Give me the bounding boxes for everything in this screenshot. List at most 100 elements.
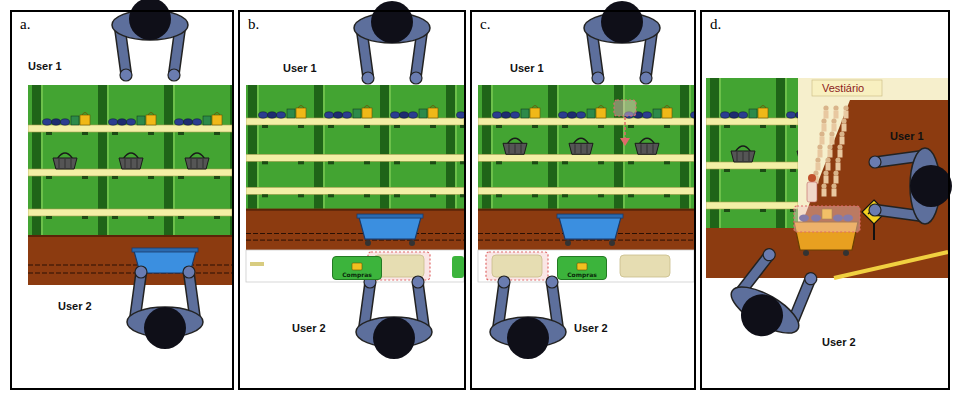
- shelf-bracket: [664, 161, 670, 164]
- mannequin-body: [824, 111, 829, 119]
- shelf-item: [175, 119, 184, 125]
- shelf-bracket: [460, 125, 464, 128]
- basket-rib: [71, 159, 72, 168]
- floor-line: [246, 240, 464, 241]
- panel-letter: c.: [480, 16, 490, 33]
- user-hand: [640, 72, 652, 84]
- mannequin-head: [825, 157, 830, 162]
- green-button: [452, 256, 464, 278]
- shelf-item: [428, 108, 438, 118]
- user-hand: [135, 266, 147, 278]
- shelf-item: [511, 112, 520, 118]
- basket-body: [185, 158, 209, 169]
- mannequin-head: [815, 157, 820, 162]
- floor: [28, 235, 232, 285]
- shelf-bracket: [562, 194, 568, 197]
- shelf-item: [721, 112, 730, 118]
- cart-rim: [357, 214, 423, 218]
- shelf-item: [430, 106, 436, 109]
- user-label: User 2: [574, 322, 608, 334]
- shelf-bracket: [724, 125, 730, 128]
- shelf-board: [28, 125, 232, 132]
- shelf-bracket: [628, 161, 634, 164]
- room-sign: Vestiário: [822, 82, 864, 94]
- shelf-bracket: [598, 194, 604, 197]
- cart-rim: [132, 248, 198, 252]
- shelf-item: [364, 106, 370, 109]
- floor: [478, 209, 694, 250]
- basket-rib: [59, 159, 60, 168]
- user-label: User 2: [292, 322, 326, 334]
- cart-wheel: [843, 250, 849, 256]
- user-hand: [869, 204, 881, 216]
- user-figure: [127, 266, 203, 349]
- icon-body: [352, 263, 362, 270]
- shelf-bracket: [364, 125, 370, 128]
- shelf-item: [577, 112, 586, 118]
- button-label: Compras: [567, 271, 597, 278]
- shelf-bracket: [46, 132, 52, 135]
- cart-wheel: [565, 240, 571, 246]
- user-figure: [869, 148, 952, 224]
- shelf-item: [596, 108, 606, 118]
- shelf-bracket: [178, 176, 184, 179]
- shelf-bracket: [112, 216, 118, 219]
- cart-body: [359, 217, 421, 239]
- floor-line: [246, 233, 464, 234]
- shelf-bracket: [562, 125, 568, 128]
- shelf-item: [691, 112, 695, 118]
- shop-button: Compras: [557, 256, 607, 280]
- shelf-bracket: [298, 161, 304, 164]
- shelf-bracket: [532, 125, 538, 128]
- mannequin-body: [828, 150, 833, 158]
- mannequin-head: [827, 144, 832, 149]
- user-hand: [362, 72, 374, 84]
- shelf-board: [28, 169, 232, 176]
- shelf-bracket: [496, 194, 502, 197]
- cart-wheel: [365, 240, 371, 246]
- floor-edge: [478, 209, 694, 211]
- shelf-item: [212, 115, 222, 125]
- shelf-item: [277, 112, 286, 118]
- cart-body: [559, 217, 621, 239]
- user-figure: [719, 243, 826, 353]
- mannequin-body: [830, 137, 835, 145]
- shelf-bracket: [328, 161, 334, 164]
- shelf-bracket: [214, 132, 220, 135]
- basket-handle: [124, 153, 138, 158]
- basket-rib: [647, 144, 648, 153]
- user-hand: [410, 72, 422, 84]
- shelf-item: [662, 108, 672, 118]
- shelf-item: [643, 112, 652, 118]
- shelf-bracket: [214, 216, 220, 219]
- basket-rib: [137, 159, 138, 168]
- mannequin-head: [831, 183, 836, 188]
- basket-body: [731, 151, 755, 162]
- user-hand: [869, 156, 881, 168]
- basket-body: [53, 158, 77, 169]
- cart-wheel: [409, 240, 415, 246]
- user-figure: [490, 276, 566, 359]
- shelf-bracket: [298, 194, 304, 197]
- basket-rib: [587, 144, 588, 153]
- shelf-item: [457, 112, 465, 118]
- screen-content: [28, 85, 232, 285]
- basket-body: [797, 151, 798, 162]
- touch-highlight: [614, 100, 636, 116]
- shelf-item: [664, 106, 670, 109]
- shelf-board: [478, 154, 694, 161]
- shelf-bracket: [148, 176, 154, 179]
- panel-letter: a.: [20, 16, 30, 33]
- shelf-item: [127, 119, 136, 125]
- shelf-bracket: [82, 176, 88, 179]
- shelf-bracket: [46, 216, 52, 219]
- shelf-item: [61, 119, 70, 125]
- shelf-bracket: [430, 194, 436, 197]
- shelf-bracket: [262, 194, 268, 197]
- shelf-item: [391, 112, 400, 118]
- panel-letter: b.: [248, 16, 259, 33]
- user-head: [144, 307, 186, 349]
- mannequin-body: [836, 163, 841, 171]
- basket-rib: [653, 144, 654, 153]
- basket-body: [119, 158, 143, 169]
